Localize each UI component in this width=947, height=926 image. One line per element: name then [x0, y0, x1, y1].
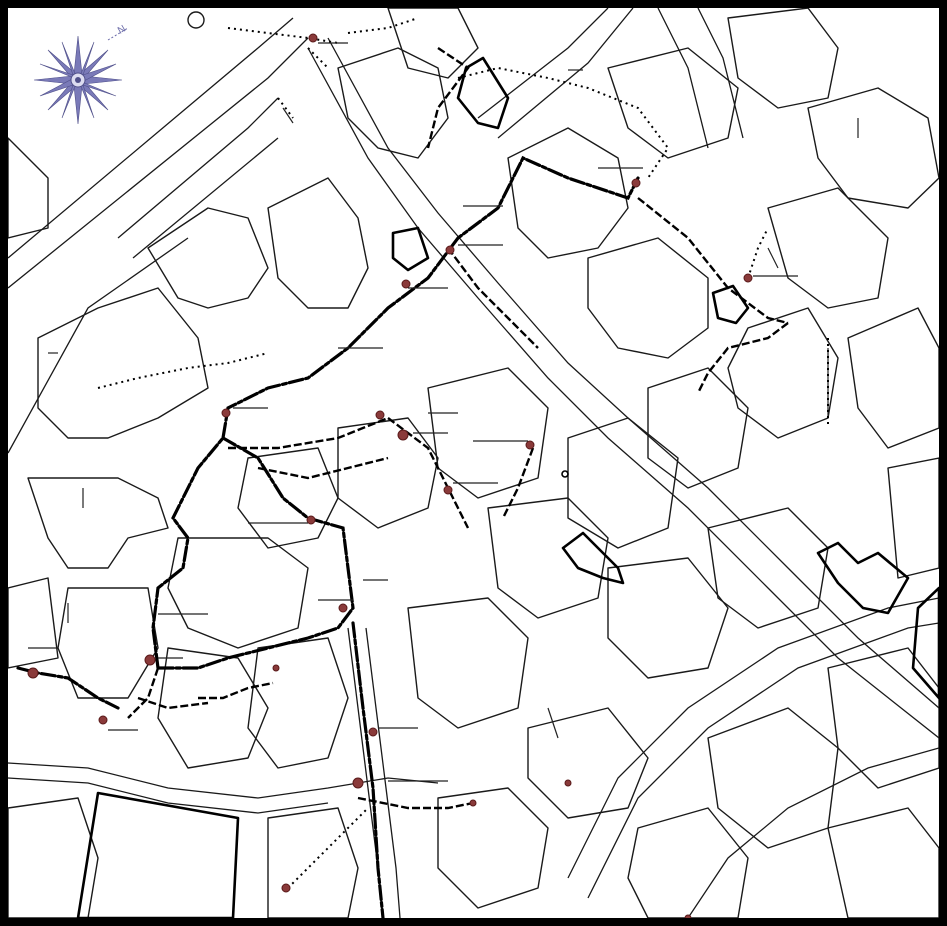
map-canvas[interactable]: N [8, 8, 939, 918]
walking-route [16, 47, 789, 918]
street-stubs [48, 107, 859, 739]
street-map[interactable]: N [8, 8, 939, 918]
dotted-paths [97, 17, 829, 889]
north-label: N [116, 23, 128, 36]
landmark-circle-icon [561, 470, 569, 478]
label-leaders [28, 42, 798, 782]
points-of-interest[interactable] [27, 33, 753, 918]
major-roads [8, 8, 939, 918]
compass-rose-icon [33, 35, 123, 125]
building-blocks [8, 8, 939, 918]
highlighted-buildings [76, 56, 939, 918]
